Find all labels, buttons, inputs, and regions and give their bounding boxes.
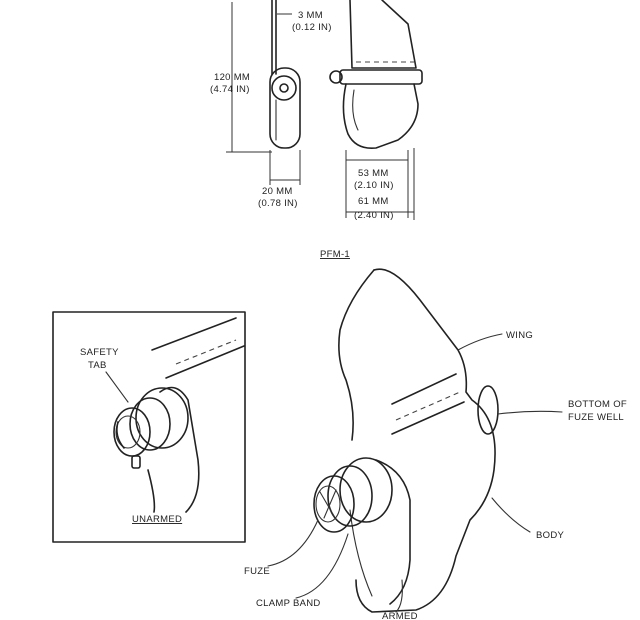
fuze-label: FUZE bbox=[244, 566, 270, 577]
width-in-label: (0.78 IN) bbox=[258, 198, 298, 209]
clamp-band-label: CLAMP BAND bbox=[256, 598, 321, 609]
outer-width-in-label: (2.40 IN) bbox=[354, 210, 394, 221]
thickness-in-label: (0.12 IN) bbox=[292, 22, 332, 33]
inset-drawing bbox=[113, 317, 245, 513]
side-view bbox=[269, 0, 301, 149]
width-mm-label: 20 MM bbox=[262, 186, 293, 197]
body-label: BODY bbox=[536, 530, 564, 541]
armed-caption: ARMED bbox=[382, 611, 418, 620]
outer-width-mm-label: 61 MM bbox=[358, 196, 389, 207]
safety-tab-label-line1: SAFETY bbox=[80, 347, 119, 358]
bottom-of-fuze-well-label-line1: BOTTOM OF bbox=[568, 399, 627, 410]
length-mm-label: 120 MM bbox=[214, 72, 250, 83]
top-caption: PFM-1 bbox=[320, 249, 350, 260]
armed-drawing bbox=[313, 268, 499, 613]
safety-tab-leader bbox=[105, 371, 129, 403]
inset-frame bbox=[52, 311, 246, 543]
wing-label: WING bbox=[506, 330, 533, 341]
front-view bbox=[329, 0, 423, 220]
callout-leaders bbox=[267, 333, 563, 613]
inner-width-in-label: (2.10 IN) bbox=[354, 180, 394, 191]
inset-caption: UNARMED bbox=[132, 514, 182, 525]
thickness-mm-label: 3 MM bbox=[298, 10, 323, 21]
length-in-label: (4.74 IN) bbox=[210, 84, 250, 95]
dimension-lines-side bbox=[226, 2, 301, 185]
bottom-of-fuze-well-label-line2: FUZE WELL bbox=[568, 412, 624, 423]
safety-tab-label-line2: TAB bbox=[88, 360, 107, 371]
inner-width-mm-label: 53 MM bbox=[358, 168, 389, 179]
